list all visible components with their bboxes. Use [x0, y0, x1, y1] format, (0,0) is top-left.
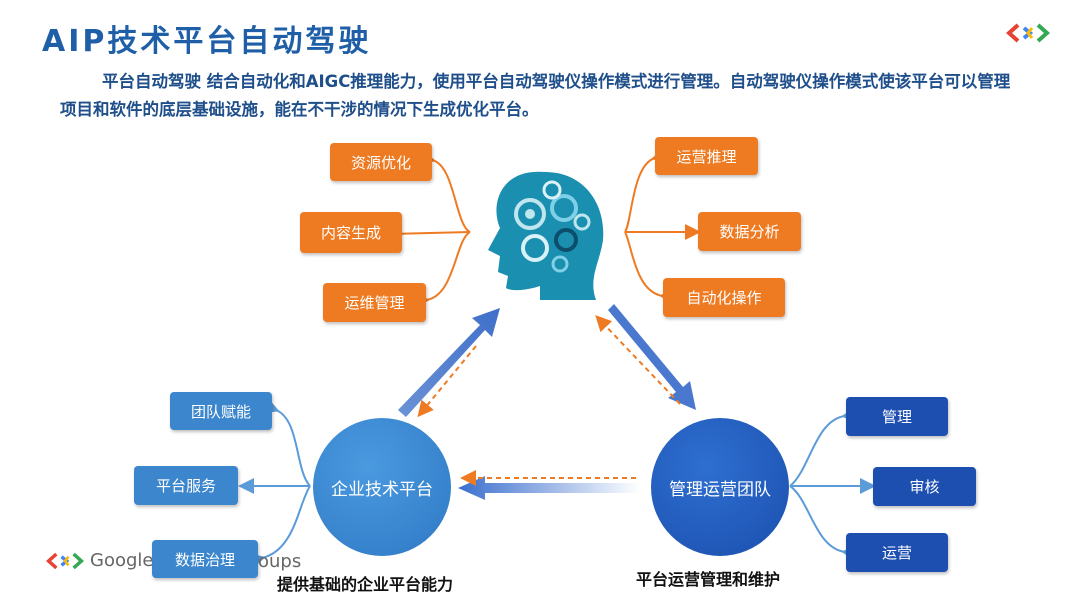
circle-enterprise-platform: 企业技术平台 [313, 418, 451, 556]
connector-right-bottom [624, 231, 677, 306]
box-operation-reasoning: 运营推理 [655, 137, 758, 175]
connector-rb-bottom [789, 485, 858, 562]
box-data-governance: 数据治理 [152, 540, 258, 578]
box-team-empowerment: 团队赋能 [170, 392, 272, 430]
box-resource-optimization: 资源优化 [330, 143, 432, 181]
google-logo-icon [1006, 23, 1050, 43]
connector-right-top [624, 146, 669, 233]
box-review: 审核 [873, 467, 976, 506]
connector-rb-top [789, 406, 858, 487]
connector-lb-bottom [248, 485, 311, 569]
watermark-tail-text: oups [258, 551, 302, 572]
box-data-analysis: 数据分析 [698, 212, 801, 251]
box-operation: 运营 [846, 533, 948, 572]
caption-right: 平台运营管理和维护 [636, 570, 781, 589]
connector-lb-top [261, 397, 311, 487]
page-title: AIP技术平台自动驾驶 [42, 24, 372, 59]
box-platform-service: 平台服务 [134, 466, 238, 505]
dashed-head-to-left [417, 345, 477, 418]
circle-ops-team: 管理运营团队 [651, 418, 789, 556]
connector-left-top [418, 149, 471, 233]
connector-left-bottom [413, 231, 471, 310]
arrow-right-to-left [458, 476, 640, 500]
intro-paragraph: 平台自动驾驶 结合自动化和AIGC推理能力，使用平台自动驾驶仪操作模式进行管理。… [60, 72, 1011, 119]
brain-gears-head-icon [488, 171, 604, 300]
box-automation-operation: 自动化操作 [663, 278, 785, 317]
arrow-left-to-head [398, 308, 500, 417]
dashed-right-to-head [595, 315, 681, 405]
box-ops-management: 运维管理 [323, 283, 426, 322]
box-management: 管理 [846, 397, 948, 436]
box-content-generation: 内容生成 [300, 212, 402, 253]
connector-left-middle [386, 225, 471, 242]
watermark-text: Google [90, 550, 154, 571]
google-watermark: Google [46, 550, 153, 571]
caption-left: 提供基础的企业平台能力 [277, 575, 454, 594]
google-logo-icon [46, 552, 84, 569]
arrow-head-to-right [608, 304, 696, 410]
